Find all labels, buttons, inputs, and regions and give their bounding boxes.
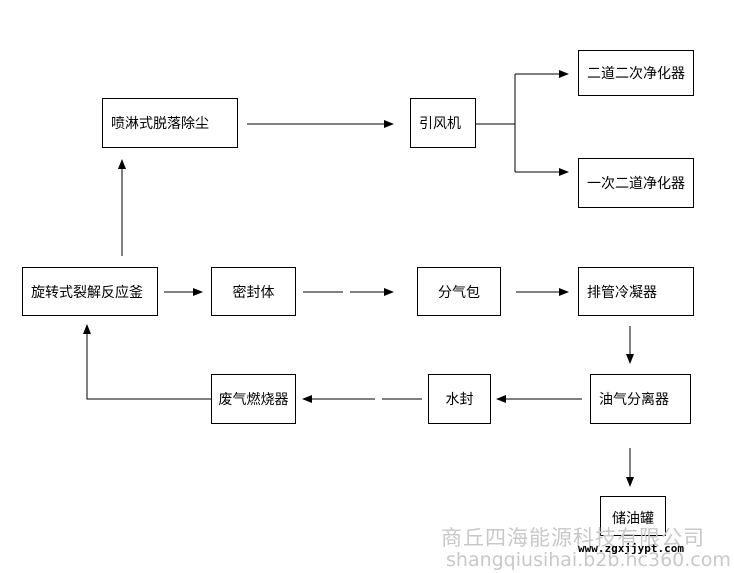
watermark-site: www.zgxjjypt.com [578,542,684,555]
node-reactor: 旋转式裂解反应釜 [22,267,158,316]
node-purifier-first: 一次二道净化器 [578,158,694,208]
node-water-seal: 水封 [428,374,491,424]
node-gas-drum: 分气包 [417,267,501,316]
watermark-url: shangqiusihai.b2b.hc360.com [446,549,731,571]
node-condenser: 排管冷凝器 [578,267,694,316]
node-exhaust-burner: 废气燃烧器 [211,374,296,424]
node-purifier-second: 二道二次净化器 [578,50,694,96]
node-oil-gas-separator: 油气分离器 [590,374,691,424]
node-oil-tank: 储油罐 [600,496,666,536]
watermark-company: 商丘四海能源科技有限公司 [441,526,705,550]
arrow-burner-to-reactor [83,324,211,400]
node-induced-fan: 引风机 [410,98,476,148]
node-seal-body: 密封体 [211,267,296,316]
node-spray-dust-removal: 喷淋式脱落除尘 [102,98,238,148]
